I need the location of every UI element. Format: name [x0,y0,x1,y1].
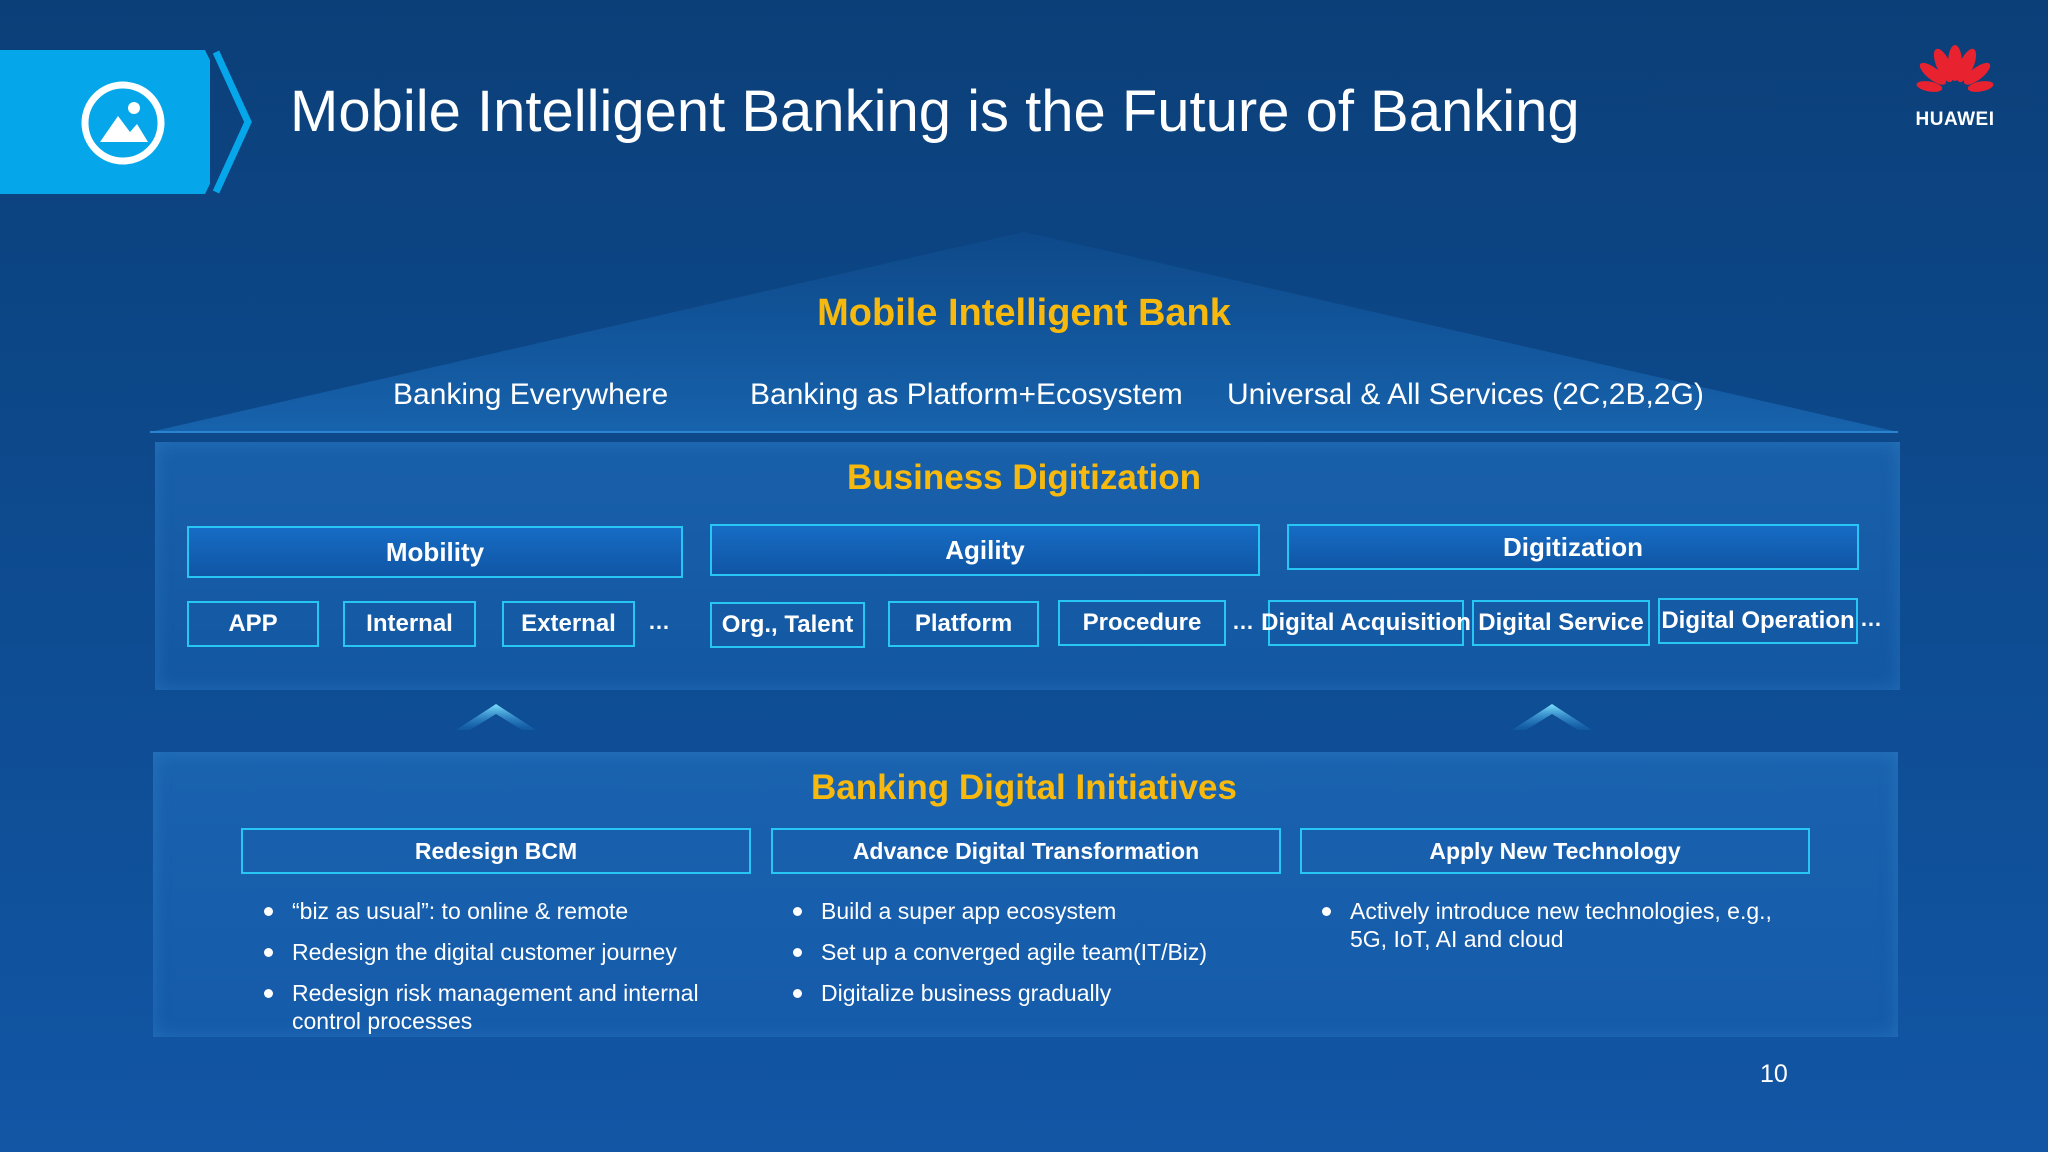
list-item: Build a super app ecosystem [789,897,1269,925]
chip-digital-service: Digital Service [1472,600,1650,646]
roof-item-platform-ecosystem: Banking as Platform+Ecosystem [750,378,1183,411]
roof-item-banking-everywhere: Banking Everywhere [393,378,669,411]
initiative-header-digital-transformation: Advance Digital Transformation [771,828,1281,874]
bullet-list-digital-transformation: Build a super app ecosystem Set up a con… [789,897,1269,1020]
chip-digital-operation: Digital Operation [1658,598,1858,644]
huawei-logo: HUAWEI [1905,45,2005,135]
list-item: Redesign risk management and internal co… [260,979,730,1035]
huawei-petals-icon [1916,45,1994,92]
digitization-more: … [1860,606,1882,631]
list-item: Redesign the digital customer journey [260,938,730,966]
digital-initiatives-panel [153,752,1898,1037]
roof-item-universal-services: Universal & All Services (2C,2B,2G) [1227,378,1704,411]
agility-more: … [1232,609,1254,634]
digital-initiatives-title: Banking Digital Initiatives [811,768,1237,807]
category-agility: Agility [710,524,1260,576]
header-tab [0,50,210,194]
roof-title: Mobile Intelligent Bank [817,292,1231,334]
roof-triangle [150,232,1898,433]
chip-digital-acquisition: Digital Acquisition [1261,600,1471,646]
list-item: Digitalize business gradually [789,979,1269,1007]
header-chevron [212,50,252,194]
chip-external: External [502,601,635,647]
list-item: Actively introduce new technologies, e.g… [1318,897,1788,953]
chip-app: APP [187,601,319,647]
mobility-more: … [648,609,670,634]
up-arrow-icon [456,704,536,730]
initiative-header-redesign-bcm: Redesign BCM [241,828,751,874]
slide-title: Mobile Intelligent Banking is the Future… [290,79,1580,144]
list-item: Set up a converged agile team(IT/Biz) [789,938,1269,966]
initiative-header-new-technology: Apply New Technology [1300,828,1810,874]
image-icon [81,81,165,165]
chip-platform: Platform [888,601,1039,647]
chip-internal: Internal [343,601,476,647]
category-digitization: Digitization [1287,524,1859,570]
brand-name: HUAWEI [1915,109,1995,130]
business-digitization-title: Business Digitization [847,458,1201,497]
category-mobility: Mobility [187,526,683,578]
bullet-list-redesign-bcm: “biz as usual”: to online & remote Redes… [260,897,730,1048]
chip-procedure: Procedure [1058,600,1226,646]
list-item: “biz as usual”: to online & remote [260,897,730,925]
bullet-list-new-technology: Actively introduce new technologies, e.g… [1318,897,1788,966]
page-number: 10 [1760,1060,1788,1088]
up-arrow-icon [1512,704,1592,730]
chip-org-talent: Org., Talent [710,602,865,648]
